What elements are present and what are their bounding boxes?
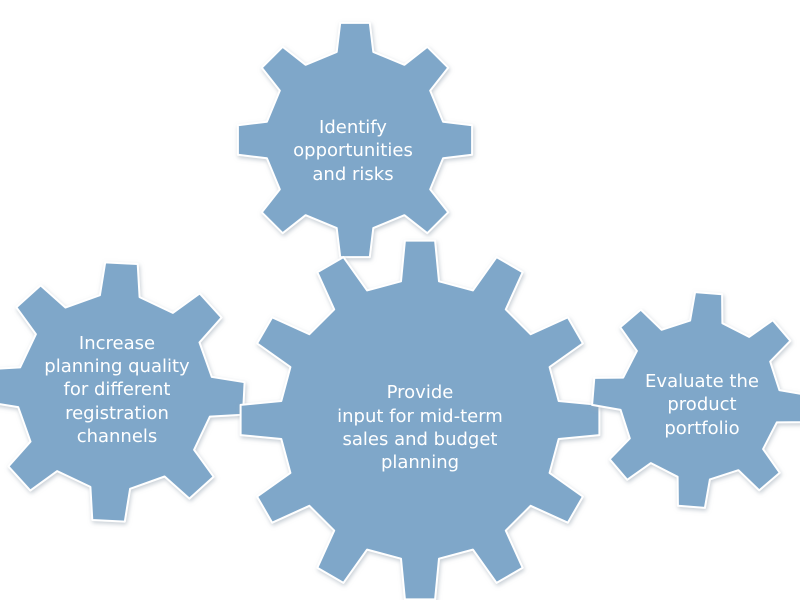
gear-evaluate-shape — [591, 291, 800, 509]
gear-identify-shape — [236, 21, 474, 259]
gear-provide-shape — [239, 239, 601, 600]
gear-increase-shape — [0, 261, 246, 523]
